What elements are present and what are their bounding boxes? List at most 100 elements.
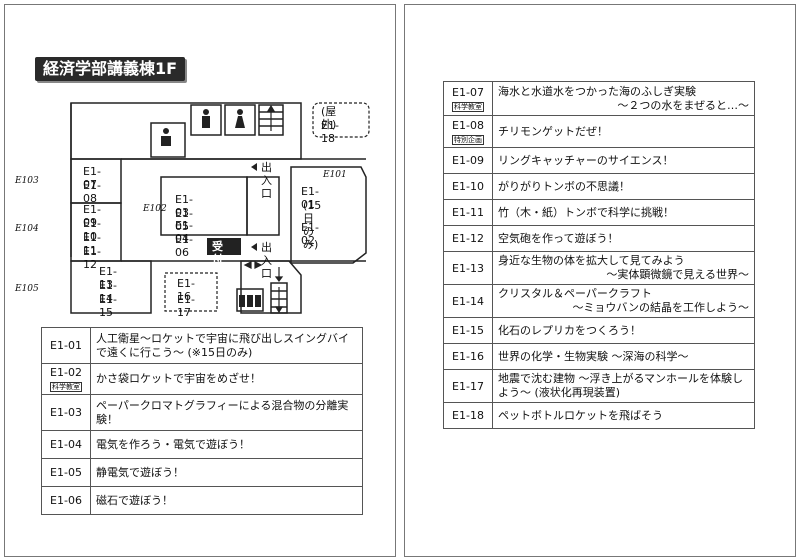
exhibit-id: E1-04 xyxy=(41,430,91,459)
reception-label: 受付 xyxy=(212,240,223,266)
exhibit-description-text: かさ袋ロケットで宇宙をめざせ！ xyxy=(96,372,261,385)
exhibit-id-text: E1-04 xyxy=(50,438,82,451)
exhibit-e1-13: E1-13 xyxy=(99,265,117,291)
exhibit-description-subtitle: ～２つの水をまぜると…～ xyxy=(617,98,749,112)
exhibit-id-text: E1-09 xyxy=(452,154,484,167)
exit-label-upper: 出入口 xyxy=(261,161,272,200)
exhibit-e1-10: E1-10 xyxy=(83,217,101,243)
exhibit-description-text: 地震で沈む建物 ～浮き上がるマンホールを体験しよう～ (液状化再現装置) xyxy=(498,372,744,399)
exhibit-description-text: 磁石で遊ぼう！ xyxy=(96,493,173,507)
exhibit-id-text: E1-07 xyxy=(452,85,484,99)
exhibit-description: 化石のレプリカをつくろう！ xyxy=(492,317,755,344)
exhibit-description: クリスタル＆ペーパークラフト～ミョウバンの結晶を工作しよう～ xyxy=(492,284,755,318)
exhibit-e1-03-04: E1-03 E1-04 xyxy=(175,193,193,245)
exhibit-e1-18: E1-18 xyxy=(321,119,339,145)
exhibit-description-text: 竹（木・紙）トンボで科学に挑戦！ xyxy=(498,205,674,219)
exhibit-description: 空気砲を作って遊ぼう！ xyxy=(492,225,755,252)
exhibit-description-text: 海水と水道水をつかった海のふしぎ実験 xyxy=(498,84,696,98)
exhibit-description-text: 空気砲を作って遊ぼう！ xyxy=(498,231,619,245)
exhibit-id: E1-06 xyxy=(41,486,91,515)
exhibit-description: 世界の化学・生物実験 ～深海の科学～ xyxy=(492,343,755,370)
exhibit-description-subtitle: ～実体顕微鏡で見える世界～ xyxy=(606,268,749,281)
exhibit-id-text: E1-16 xyxy=(452,350,484,363)
exhibit-id: E1-10 xyxy=(443,173,493,200)
exit-label-lower: 出入口 xyxy=(261,241,272,280)
exhibit-id-text: E1-06 xyxy=(50,494,82,507)
exhibit-description: 磁石で遊ぼう！ xyxy=(90,486,363,515)
exhibit-e1-01-note: (15日のみ) xyxy=(303,199,322,251)
table-row: E1-18 ペットボトルロケットを飛ばそう xyxy=(443,402,755,429)
exhibit-e1-12: E1-12 xyxy=(83,245,101,271)
exhibit-tag: 特別企画 xyxy=(452,134,484,145)
table-row: E1-13 身近な生物の体を拡大して見てみよう～実体顕微鏡で見える世界～ xyxy=(443,251,755,285)
exhibit-id: E1-15 xyxy=(443,317,493,344)
exhibit-description: 竹（木・紙）トンボで科学に挑戦！ xyxy=(492,199,755,226)
exhibit-description: 静電気で遊ぼう！ xyxy=(90,458,363,487)
table-row: E1-03 ペーパークロマトグラフィーによる混合物の分離実験！ xyxy=(41,394,363,431)
exhibit-description-subtitle: ～ミョウバンの結晶を工作しよう～ xyxy=(572,301,749,314)
exhibit-id-text: E1-08 xyxy=(452,118,484,132)
exhibit-description-text: 静電気で遊ぼう！ xyxy=(96,465,184,479)
exhibit-description-text: クリスタル＆ペーパークラフト xyxy=(498,287,652,300)
exhibit-description: 電気を作ろう・電気で遊ぼう！ xyxy=(90,430,363,459)
exhibit-id: E1-03 xyxy=(41,394,91,431)
exhibit-id-text: E1-18 xyxy=(452,409,484,422)
left-exhibit-table: E1-01 人工衛星～ロケットで宇宙に飛び出しスイングバイで遠くに行こう～ (※1… xyxy=(41,327,363,515)
exhibit-description: 海水と水道水をつかった海のふしぎ実験～２つの水をまぜると…～ xyxy=(492,81,755,116)
exhibit-id: E1-01 xyxy=(41,327,91,364)
exhibit-id: E1-05 xyxy=(41,458,91,487)
exhibit-id-text: E1-03 xyxy=(50,406,82,419)
exhibit-id: E1-18 xyxy=(443,402,493,429)
exhibit-id: E1-11 xyxy=(443,199,493,226)
table-row: E1-04 電気を作ろう・電気で遊ぼう！ xyxy=(41,430,363,459)
exhibit-id-text: E1-13 xyxy=(452,261,484,275)
exhibit-description-text: リングキャッチャーのサイエンス！ xyxy=(498,153,674,167)
exhibit-e1-07: E1-07 xyxy=(83,165,101,191)
table-row: E1-11 竹（木・紙）トンボで科学に挑戦！ xyxy=(443,199,755,226)
exhibit-description-text: 化石のレプリカをつくろう！ xyxy=(498,323,641,337)
room-label-e103: E103 xyxy=(15,176,39,186)
exhibit-id-text: E1-15 xyxy=(452,324,484,337)
table-row: E1-10 がりがりトンボの不思議！ xyxy=(443,173,755,200)
exhibit-e1-14: E1-14 xyxy=(99,279,117,305)
table-row: E1-06 磁石で遊ぼう！ xyxy=(41,486,363,515)
floor-map-drawing xyxy=(70,102,370,314)
exhibit-tag: 科学教室 xyxy=(50,382,82,392)
exhibit-description: 人工衛星～ロケットで宇宙に飛び出しスイングバイで遠くに行こう～ (※15日のみ) xyxy=(90,327,363,364)
exhibit-e1-01: E1-01 xyxy=(301,185,319,211)
exhibit-id: E1-14 xyxy=(443,284,493,318)
exhibit-id-text: E1-01 xyxy=(50,339,82,352)
table-row: E1-08 特別企画 チリモンゲットだぜ！ xyxy=(443,115,755,148)
left-page: 経済学部講義棟1F xyxy=(4,4,396,557)
exhibit-description-text: 身近な生物の体を拡大して見てみよう xyxy=(498,254,685,267)
table-row: E1-01 人工衛星～ロケットで宇宙に飛び出しスイングバイで遠くに行こう～ (※1… xyxy=(41,327,363,364)
exhibit-description: かさ袋ロケットで宇宙をめざせ！ xyxy=(90,363,363,395)
table-row: E1-16 世界の化学・生物実験 ～深海の科学～ xyxy=(443,343,755,370)
exhibit-description: ペーパークロマトグラフィーによる混合物の分離実験！ xyxy=(90,394,363,431)
table-row: E1-15 化石のレプリカをつくろう！ xyxy=(443,317,755,344)
exhibit-id: E1-12 xyxy=(443,225,493,252)
exhibit-id-text: E1-05 xyxy=(50,466,82,479)
exhibit-description-text: 電気を作ろう・電気で遊ぼう！ xyxy=(96,437,250,451)
exhibit-id: E1-13 xyxy=(443,251,493,285)
exhibit-id-text: E1-17 xyxy=(452,379,484,393)
room-label-e101: E101 xyxy=(323,170,347,180)
exhibit-e1-09: E1-09 xyxy=(83,203,101,229)
exhibit-e1-15: E1-15 xyxy=(99,293,117,319)
exhibit-description-text: 世界の化学・生物実験 ～深海の科学～ xyxy=(498,349,689,363)
exhibit-description-text: ペットボトルロケットを飛ばそう xyxy=(498,408,663,422)
exhibit-id-text: E1-12 xyxy=(452,232,484,245)
table-row: E1-12 空気砲を作って遊ぼう！ xyxy=(443,225,755,252)
exhibit-description: ペットボトルロケットを飛ばそう xyxy=(492,402,755,429)
exhibit-description-text: チリモンゲットだぜ！ xyxy=(498,124,608,138)
exhibit-description-text: がりがりトンボの不思議！ xyxy=(498,179,630,193)
exhibit-id: E1-08 特別企画 xyxy=(443,115,493,148)
exhibit-description-text: 人工衛星～ロケットで宇宙に飛び出しスイングバイで遠くに行こう～ (※15日のみ) xyxy=(96,331,349,359)
exhibit-e1-11: E1-11 xyxy=(83,231,101,257)
table-row: E1-05 静電気で遊ぼう！ xyxy=(41,458,363,487)
